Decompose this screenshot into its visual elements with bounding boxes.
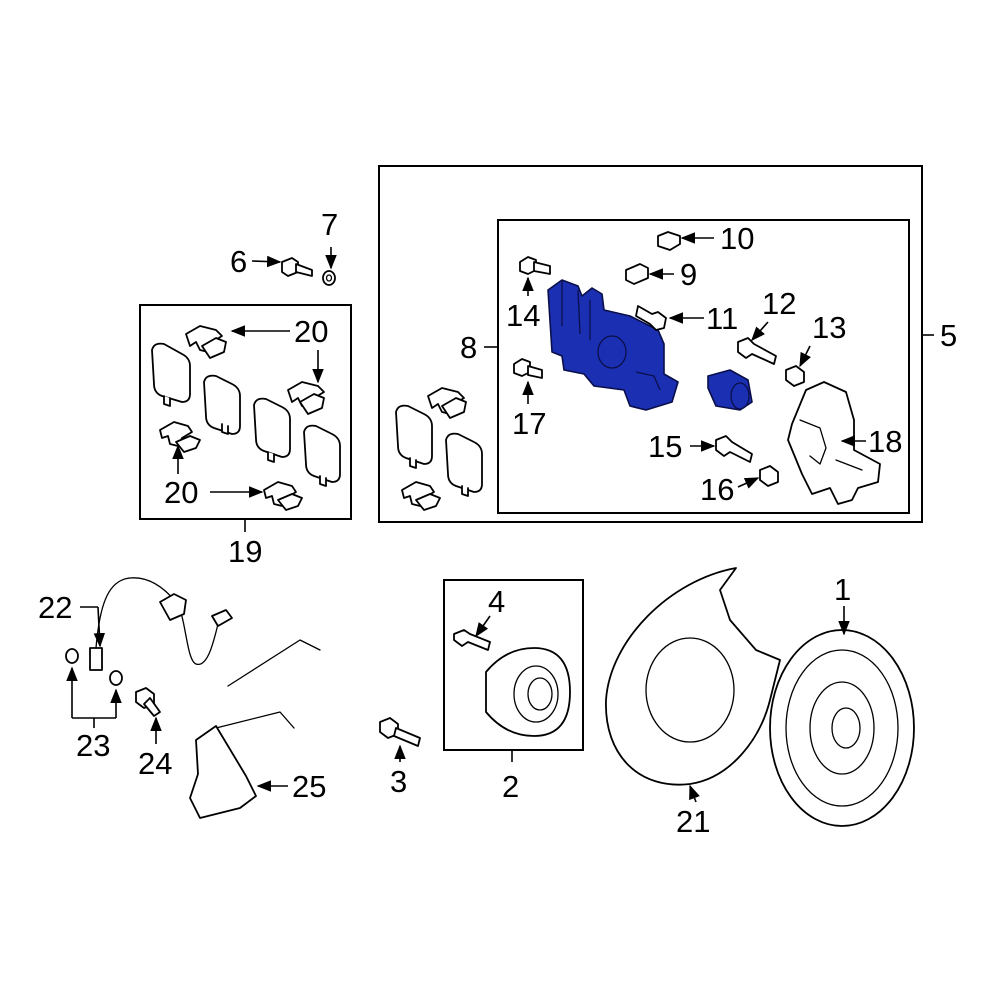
guide-pin-part-15[interactable] (715, 435, 753, 463)
callout-9: 9 (680, 257, 697, 292)
callout-25: 25 (292, 769, 326, 804)
callout-22: 22 (38, 590, 72, 625)
guide-pin-part-12[interactable] (737, 337, 777, 365)
bolt-part-6[interactable] (281, 257, 313, 277)
leader-lines (66, 232, 934, 803)
bolt-part-24[interactable] (135, 687, 161, 717)
callout-8: 8 (460, 330, 477, 365)
caliper-assembly-inner-box (497, 219, 910, 514)
guide-pin-boot-part-11[interactable] (635, 305, 667, 331)
bolt-part-14[interactable] (519, 256, 551, 275)
callout-21: 21 (676, 804, 710, 839)
boot-part-13[interactable] (785, 365, 805, 387)
callout-19: 19 (228, 534, 262, 569)
callout-13: 13 (812, 310, 846, 345)
caliper-piston-highlighted[interactable] (707, 369, 753, 411)
callout-10: 10 (720, 221, 754, 256)
boot-part-16[interactable] (759, 465, 779, 487)
hub-assembly-box (443, 579, 584, 751)
callout-5: 5 (940, 318, 957, 353)
callout-labels: 6 7 20 20 19 8 5 10 9 11 12 13 14 17 15 … (38, 207, 957, 839)
bolt-part-3[interactable] (379, 717, 421, 747)
wire-bracket-part-25[interactable] (189, 639, 321, 819)
brake-pads-set-19[interactable] (151, 325, 341, 511)
callout-23: 23 (76, 728, 110, 763)
callout-6: 6 (230, 244, 247, 279)
caliper-bracket-part-18[interactable] (787, 381, 881, 505)
abs-sensor-wire-part-22[interactable] (89, 577, 233, 671)
wheel-hub-assembly-part-2[interactable] (453, 629, 571, 737)
callout-20-top: 20 (294, 314, 328, 349)
callout-3: 3 (390, 764, 407, 799)
callout-16: 16 (700, 472, 734, 507)
callout-17: 17 (512, 406, 546, 441)
bleeder-cap-part-10[interactable] (657, 231, 681, 251)
caliper-assembly-outer-box (378, 165, 923, 523)
brake-pads-caliper-kit[interactable] (395, 387, 483, 511)
callout-24: 24 (138, 746, 172, 781)
brake-caliper-part-8-highlighted[interactable] (547, 279, 679, 411)
bolt-part-17[interactable] (513, 358, 543, 379)
callout-14: 14 (506, 298, 540, 333)
bleeder-screw-part-9[interactable] (625, 263, 649, 285)
callout-18: 18 (868, 424, 902, 459)
callout-4: 4 (488, 584, 505, 619)
callout-2: 2 (502, 769, 519, 804)
callout-7: 7 (321, 207, 338, 242)
washer-part-7[interactable] (322, 270, 336, 286)
dust-shield-part-21[interactable] (605, 567, 781, 786)
callout-11: 11 (706, 301, 738, 336)
brake-rotor-part-1[interactable] (769, 629, 915, 827)
callout-1: 1 (834, 572, 851, 607)
callout-12: 12 (762, 286, 796, 321)
washers-part-23[interactable] (65, 648, 123, 686)
callout-20-bottom: 20 (164, 475, 198, 510)
callout-15: 15 (648, 429, 682, 464)
